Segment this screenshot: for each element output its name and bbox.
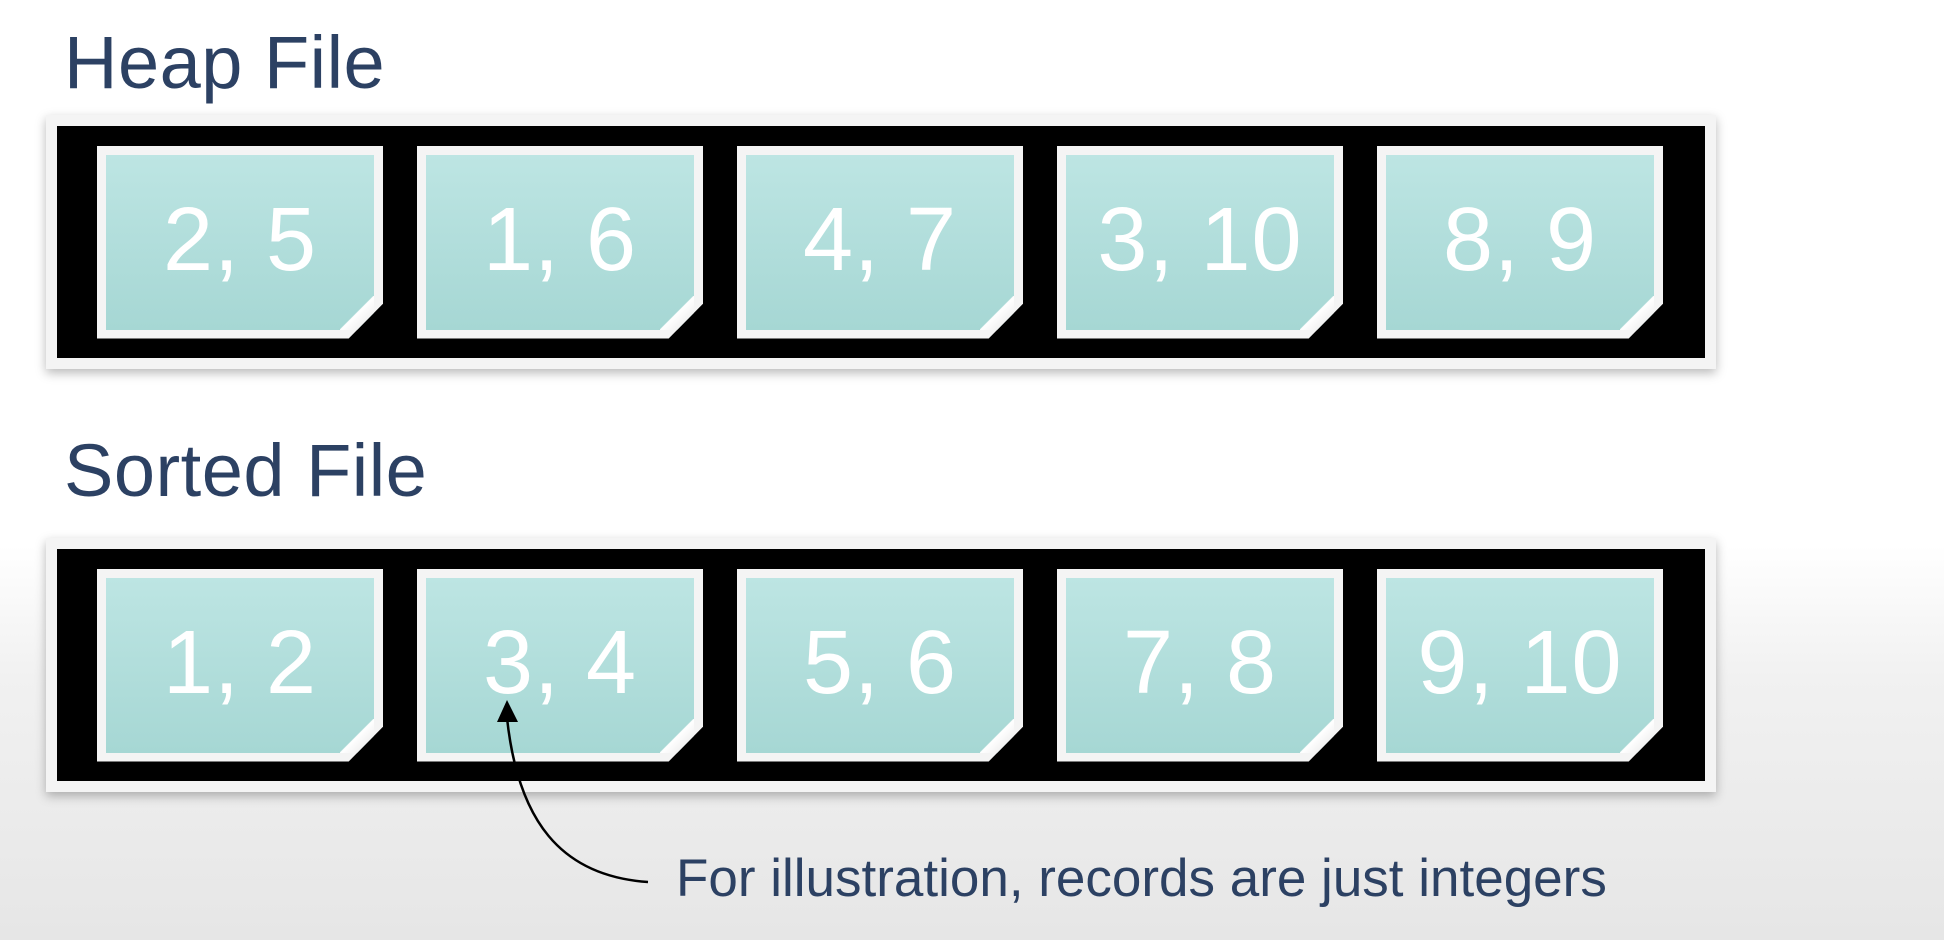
page-fold-corner — [1300, 718, 1334, 753]
heap-page-1: 2, 5 — [97, 145, 383, 339]
page-records: 7, 8 — [1122, 613, 1278, 713]
page-records: 2, 5 — [162, 190, 318, 290]
page-fold-corner — [660, 718, 694, 753]
heap-page-5: 8, 9 — [1377, 145, 1663, 339]
page-records: 3, 10 — [1097, 190, 1303, 290]
heap-page-2: 1, 6 — [417, 145, 703, 339]
page-records: 5, 6 — [802, 613, 958, 713]
page-fold-corner — [1620, 295, 1654, 330]
page-records: 1, 2 — [162, 613, 318, 713]
sorted-page-4: 7, 8 — [1057, 568, 1343, 762]
page-records: 4, 7 — [802, 190, 958, 290]
page-records: 9, 10 — [1417, 613, 1623, 713]
page-fold-corner — [340, 295, 374, 330]
sorted-page-5: 9, 10 — [1377, 568, 1663, 762]
heap-page-4: 3, 10 — [1057, 145, 1343, 339]
page-records: 8, 9 — [1442, 190, 1598, 290]
heap-page-3: 4, 7 — [737, 145, 1023, 339]
page-fold-corner — [660, 295, 694, 330]
page-fold-corner — [980, 718, 1014, 753]
page-fold-corner — [1300, 295, 1334, 330]
sorted-page-2: 3, 4 — [417, 568, 703, 762]
page-fold-corner — [980, 295, 1014, 330]
page-fold-corner — [1620, 718, 1654, 753]
annotation-text: For illustration, records are just integ… — [676, 849, 1607, 908]
sorted-file-title: Sorted File — [64, 429, 428, 512]
sorted-file-strip: 1, 2 3, 4 5, 6 7, 8 9, 10 — [46, 538, 1716, 792]
sorted-page-3: 5, 6 — [737, 568, 1023, 762]
page-fold-corner — [340, 718, 374, 753]
heap-file-title: Heap File — [64, 21, 386, 104]
sorted-page-1: 1, 2 — [97, 568, 383, 762]
page-records: 3, 4 — [482, 613, 638, 713]
page-records: 1, 6 — [482, 190, 638, 290]
heap-file-strip: 2, 5 1, 6 4, 7 3, 10 8, 9 — [46, 115, 1716, 369]
